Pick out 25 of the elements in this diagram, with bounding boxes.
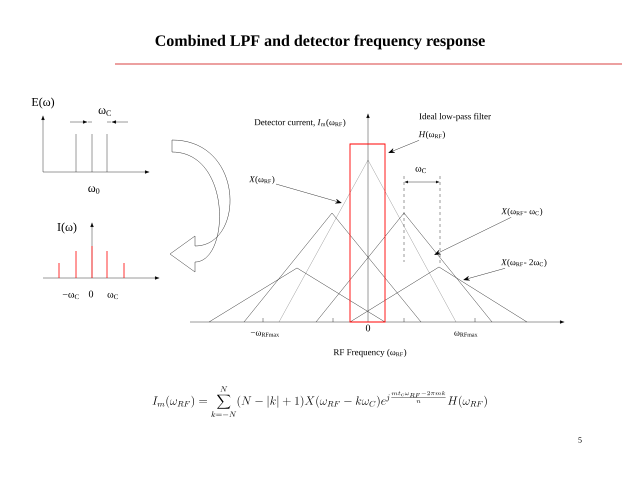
axis-label: Ideal low-pass filter <box>419 112 491 122</box>
page-number: 5 <box>578 437 582 443</box>
axis-label: Detector current, I$_{m}$(ω$_{RF}$) <box>254 118 346 128</box>
axis-label: ω$_{RFmax}$ <box>454 331 478 337</box>
curve-label: X(ω$_{RF}$- 2ω$_{C}$) <box>500 258 546 268</box>
axis-label: 0 <box>88 290 94 298</box>
leader-line <box>388 140 420 153</box>
formula: $I_m(\omega_{RF}) = \sum_{k=-N}^{N}(N-|k|+1)X(\omega_{RF}-k\omega_C)e^{j\frac{m t_c \omega_{RF}-2\pi m k}{n}}H(\omega_{RF})$ <box>152 386 487 417</box>
axis-label: ω$_{C}$ <box>98 108 111 116</box>
axis-label: RF Frequency (ω$_{RF}$) <box>334 348 406 358</box>
axis-label: 0 <box>366 324 370 332</box>
axis-label: E(ω) <box>32 98 54 108</box>
axis-label: I(ω) <box>58 222 76 234</box>
curve-label: X(ω$_{RF}$) <box>248 176 274 184</box>
axis-label: −ω$_{C}$ <box>62 292 79 300</box>
title: Combined LPF and detector frequency response <box>156 34 485 50</box>
leader-line <box>276 184 342 204</box>
axis-label: ω$_{C}$ <box>108 292 118 300</box>
axis-label: −ω$_{RFmax}$ <box>250 331 280 337</box>
axis-label: ω$_{0}$ <box>88 186 100 194</box>
axis-label: ω$_{C}$ <box>416 166 426 174</box>
leader-line <box>434 217 512 255</box>
curve-label: H(ω$_{RF}$) <box>418 130 445 140</box>
curve-label: X(ω$_{RF}$- ω$_{C}$) <box>501 208 542 216</box>
leader-line <box>463 268 506 281</box>
